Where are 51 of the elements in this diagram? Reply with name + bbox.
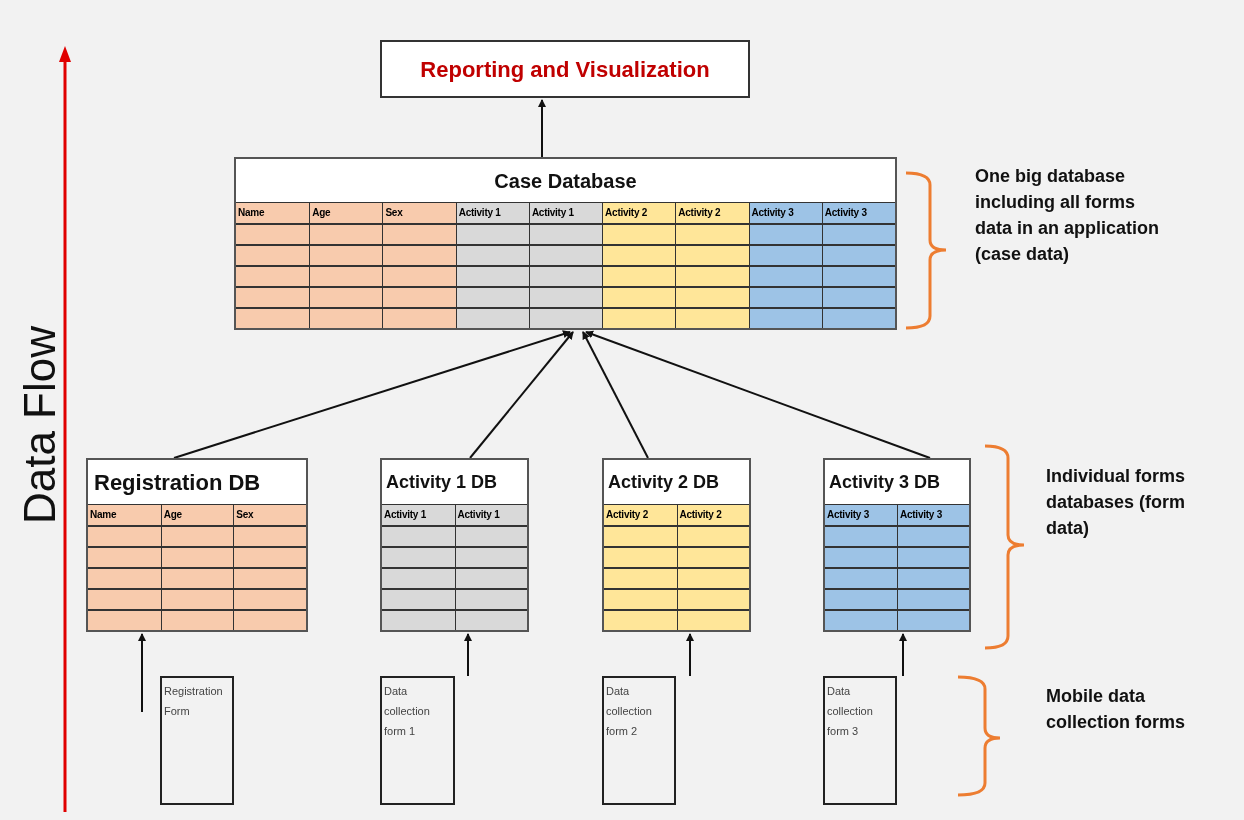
column-header: Activity 2 [602, 202, 676, 223]
box-title: Reporting and Visualization [420, 55, 710, 84]
column-header: Activity 2 [604, 504, 677, 525]
database-table [86, 458, 308, 632]
form-label: Data collection form 2 [606, 684, 653, 739]
report-box [380, 40, 750, 98]
form-box [160, 676, 234, 805]
form-label: Registration Form [164, 684, 224, 719]
arrow [899, 633, 907, 677]
form-box [380, 676, 455, 805]
column-header: Activity 2 [676, 504, 749, 525]
bracket-note: One big database including all forms data in an application (case data) [975, 165, 1161, 266]
column-header: Activity 3 [821, 202, 895, 223]
arrow [686, 633, 694, 677]
arrow [173, 330, 571, 459]
arrow [538, 99, 546, 158]
table-title: Activity 1 DB [386, 470, 498, 494]
database-table [602, 458, 751, 632]
arrow [138, 633, 146, 713]
database-table [823, 458, 971, 632]
column-header: Activity 3 [748, 202, 822, 223]
column-header: Activity 3 [897, 504, 969, 525]
form-label: Data collection form 1 [384, 684, 431, 739]
column-header: Activity 2 [675, 202, 749, 223]
table-title: Activity 3 DB [829, 470, 941, 494]
column-header: Age [309, 202, 383, 223]
axis-label: Data Flow [18, 325, 62, 525]
column-header: Activity 1 [455, 202, 529, 223]
column-header: Name [88, 504, 161, 525]
column-header: Sex [233, 504, 306, 525]
database-table [380, 458, 529, 632]
arrow [469, 331, 574, 459]
column-header: Activity 3 [825, 504, 897, 525]
arrow [585, 330, 931, 459]
column-header: Activity 1 [454, 504, 527, 525]
arrow [464, 633, 472, 677]
bracket-note: Mobile data collection forms [1046, 685, 1187, 734]
column-header: Activity 1 [382, 504, 455, 525]
table-title: Case Database [494, 168, 637, 194]
arrow [582, 331, 649, 459]
table-title: Activity 2 DB [608, 470, 720, 494]
form-box [823, 676, 897, 805]
column-header: Sex [382, 202, 456, 223]
column-header: Name [236, 202, 310, 223]
column-header: Activity 1 [528, 202, 603, 223]
database-table [234, 157, 897, 330]
form-label: Data collection form 3 [827, 684, 874, 739]
bracket-note: Individual forms databases (form data) [1046, 465, 1186, 540]
form-box [602, 676, 676, 805]
column-header: Age [160, 504, 234, 525]
table-title: Registration DB [94, 468, 261, 497]
